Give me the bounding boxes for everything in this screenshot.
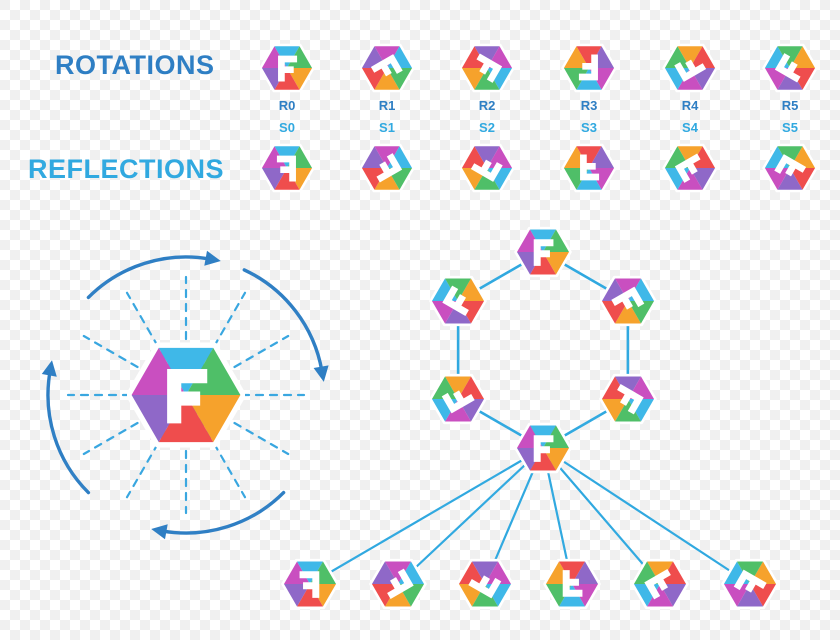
- rotation-hex-r5: [762, 40, 818, 96]
- ring-node-4: [429, 370, 487, 428]
- ring-node-0: [514, 223, 572, 281]
- fan-node-2: [456, 555, 514, 613]
- reflection-caption-s0: S0: [279, 120, 295, 135]
- reflection-hex-s2: [459, 140, 515, 196]
- rotation-caption-r5: R5: [781, 98, 799, 113]
- reflection-hex-s5: [762, 140, 818, 196]
- fan-edge-0: [308, 446, 545, 586]
- rotation-arrow-1: [86, 255, 212, 300]
- rotation-caption-r1: R1: [378, 98, 396, 113]
- fan-node-5: [721, 555, 779, 613]
- rotation-caption-r0: R0: [278, 98, 296, 113]
- rotation-arrow-4-head: [41, 360, 57, 377]
- rotation-arrow-2: [242, 268, 324, 373]
- rotation-arrow-4: [46, 369, 91, 495]
- rotation-hex-r3: [561, 40, 617, 96]
- rotation-hex-r0: [259, 40, 315, 96]
- ring-node-2: [599, 370, 657, 428]
- fan-edge-4: [541, 446, 662, 586]
- rotation-hex-r4: [662, 40, 718, 96]
- fan-node-4: [631, 555, 689, 613]
- ring-node-1: [599, 272, 657, 330]
- ring-node-5: [429, 272, 487, 330]
- rotation-caption-r4: R4: [681, 98, 699, 113]
- rotations-title: ROTATIONS: [55, 50, 215, 80]
- fan-edge-1: [396, 446, 545, 586]
- cycle-center-node: [514, 419, 572, 477]
- reflection-hex-s4: [662, 140, 718, 196]
- rotation-hex-r1: [359, 40, 415, 96]
- rotation-arrow-2-head: [313, 365, 329, 382]
- fan-edge-5: [541, 446, 752, 586]
- fan-node-1: [369, 555, 427, 613]
- rotation-arrow-3: [160, 490, 286, 535]
- rotation-arrow-1-head: [204, 250, 221, 266]
- reflections-title: REFLECTIONS: [28, 154, 225, 184]
- rotation-arrow-3-head: [151, 524, 168, 540]
- rotation-caption-r2: R2: [478, 98, 496, 113]
- reflection-hex-s3: [561, 140, 617, 196]
- reflection-hex-s0: [259, 140, 315, 196]
- reflection-hex-s1: [359, 140, 415, 196]
- reflection-caption-s3: S3: [581, 120, 597, 135]
- reflection-caption-s1: S1: [379, 120, 395, 135]
- fan-node-3: [543, 555, 601, 613]
- big-hexagon: [127, 336, 245, 454]
- fan-node-0: [281, 555, 339, 613]
- reflection-caption-s4: S4: [682, 120, 698, 135]
- rotation-hex-r2: [459, 40, 515, 96]
- reflection-caption-s2: S2: [479, 120, 495, 135]
- rotation-caption-r3: R3: [580, 98, 598, 113]
- reflection-caption-s5: S5: [782, 120, 798, 135]
